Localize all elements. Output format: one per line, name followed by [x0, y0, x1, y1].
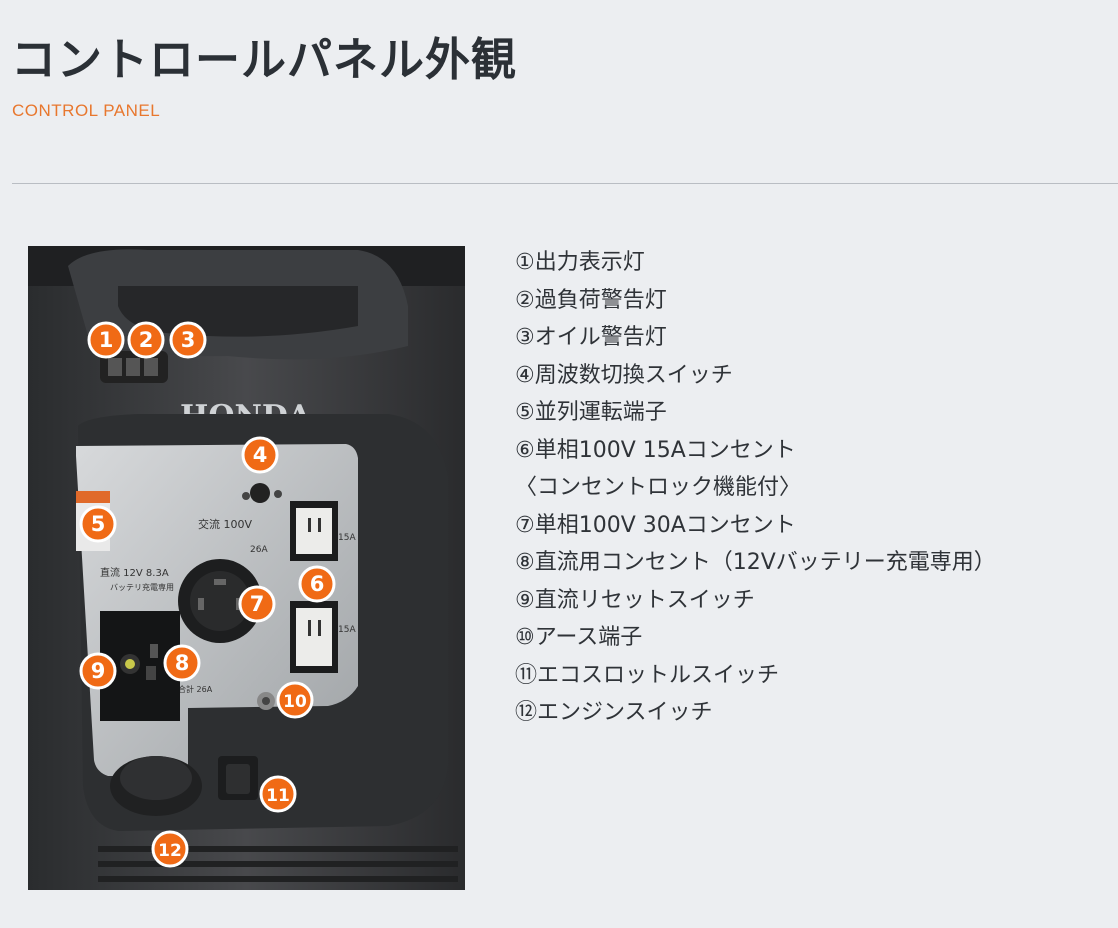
- callout-8: 8: [163, 644, 201, 682]
- svg-text:交流 100V: 交流 100V: [198, 517, 252, 531]
- svg-text:11: 11: [266, 786, 290, 806]
- svg-text:1: 1: [99, 328, 114, 352]
- legend-item-4: ④周波数切換スイッチ: [515, 362, 733, 388]
- callout-3: 3: [169, 321, 207, 359]
- svg-text:3: 3: [181, 328, 196, 352]
- svg-text:7: 7: [250, 592, 265, 616]
- svg-text:6: 6: [310, 572, 325, 596]
- svg-text:合計 26A: 合計 26A: [178, 684, 213, 694]
- svg-text:5: 5: [91, 512, 106, 536]
- legend-item-6: ⑥単相100V 15Aコンセント: [515, 437, 796, 463]
- legend-item-1: ①出力表示灯: [515, 250, 645, 275]
- callout-1: 1: [87, 321, 125, 359]
- svg-text:12: 12: [158, 841, 182, 861]
- svg-text:26A: 26A: [250, 545, 268, 555]
- svg-text:4: 4: [253, 443, 268, 467]
- callout-11: 11: [259, 775, 297, 813]
- svg-text:15A: 15A: [338, 625, 356, 635]
- svg-text:15A: 15A: [338, 533, 356, 543]
- callout-2: 2: [127, 321, 165, 359]
- callout-5: 5: [79, 505, 117, 543]
- svg-text:バッテリ充電専用: バッテリ充電専用: [110, 582, 174, 592]
- callout-9: 9: [79, 652, 117, 690]
- legend-item-3: ③オイル警告灯: [515, 325, 667, 350]
- callout-6: 6: [298, 565, 336, 603]
- page-subtitle: CONTROL PANEL: [12, 101, 161, 120]
- legend-item-8: ⑧直流用コンセント（12Vバッテリー充電専用）: [515, 550, 996, 575]
- legend-item-5: ⑤並列運転端子: [515, 400, 667, 425]
- legend-item-2: ②過負荷警告灯: [515, 287, 667, 313]
- legend-item-7: ⑦単相100V 30Aコンセント: [515, 512, 796, 538]
- legend-item-9: ⑨直流リセットスイッチ: [515, 587, 755, 613]
- callout-10: 10: [276, 681, 314, 719]
- legend-item-12: ⑫エンジンスイッチ: [515, 700, 713, 725]
- callout-12: 12: [151, 830, 189, 868]
- svg-text:10: 10: [283, 692, 307, 712]
- page-title: コントロールパネル外観: [11, 33, 518, 86]
- svg-text:8: 8: [175, 651, 190, 675]
- control-panel-photo: HONDA 交流 100V 直流 12V 8.3A バッテリ充電専用 26A 1…: [28, 246, 465, 890]
- svg-text:9: 9: [91, 659, 106, 683]
- svg-text:2: 2: [139, 328, 154, 352]
- svg-text:直流 12V 8.3A: 直流 12V 8.3A: [100, 566, 169, 579]
- callout-4: 4: [241, 436, 279, 474]
- legend-item-10: ⑩アース端子: [515, 625, 643, 650]
- legend-item-6-note: 〈コンセントロック機能付〉: [515, 475, 802, 500]
- divider: [12, 183, 1118, 184]
- callout-7: 7: [238, 585, 276, 623]
- legend-item-11: ⑪エコスロットルスイッチ: [515, 662, 780, 688]
- legend-list: ①出力表示灯 ②過負荷警告灯 ③オイル警告灯 ④周波数切換スイッチ ⑤並列運転端…: [515, 244, 996, 732]
